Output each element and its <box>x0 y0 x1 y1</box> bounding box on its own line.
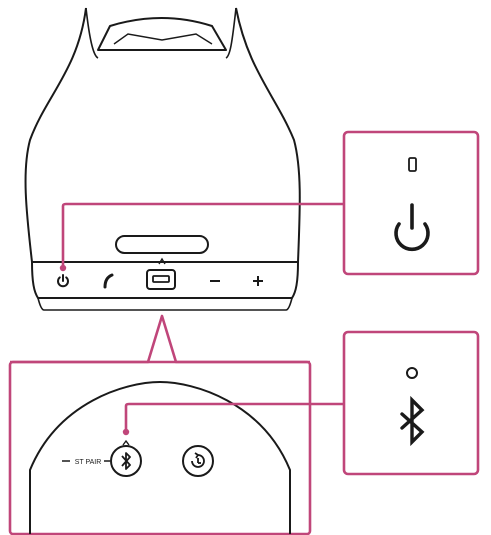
bluetooth-icon-large <box>400 395 425 447</box>
bluetooth-button-label: ST PAIR <box>75 459 102 466</box>
zoom-pointer <box>10 314 310 364</box>
power-callout-box <box>342 130 480 276</box>
usb-mark <box>158 257 166 265</box>
power-indicator-led <box>408 157 417 172</box>
speaker-outline <box>24 7 301 263</box>
power-icon <box>57 274 69 288</box>
detail-panel <box>8 360 312 535</box>
bluetooth-icon <box>121 452 131 470</box>
bluetooth-led-mark <box>122 439 130 446</box>
phone-icon <box>103 273 114 289</box>
bluetooth-pairing-button[interactable] <box>110 445 142 477</box>
power-icon-large <box>394 203 430 252</box>
call-button[interactable] <box>103 273 114 289</box>
power-callout-dot <box>59 264 67 272</box>
speaker-handle-opening <box>97 17 227 51</box>
bluetooth-indicator-led <box>406 367 418 379</box>
power-callout-line <box>61 202 344 268</box>
speaker-body <box>24 7 301 311</box>
usb-port-icon <box>152 275 170 283</box>
plus-icon <box>253 276 263 286</box>
usb-port <box>146 269 176 290</box>
battery-check-button[interactable] <box>182 445 214 477</box>
power-button[interactable] <box>57 274 69 288</box>
bluetooth-callout-line <box>124 402 344 432</box>
usb-port-frame <box>146 269 176 290</box>
speaker-top-band <box>85 7 237 59</box>
bluetooth-callout-dot <box>122 428 130 436</box>
speaker-handle-inner-fold <box>113 33 213 45</box>
battery-icon <box>191 452 205 468</box>
volume-up-button[interactable] <box>253 276 263 286</box>
speaker-slot <box>115 235 209 254</box>
speaker-top-arc <box>29 380 291 534</box>
base-edge <box>37 297 293 311</box>
